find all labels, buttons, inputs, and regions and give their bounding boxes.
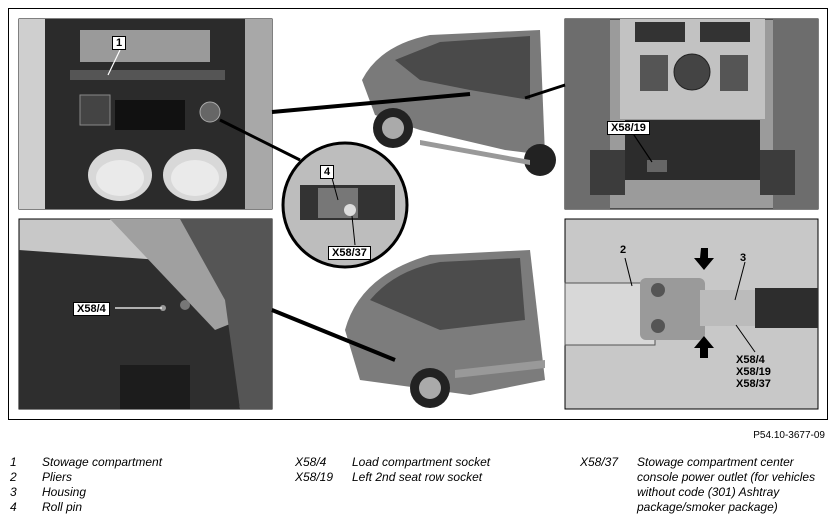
legend-column-3: X58/37 Stowage compartment center console…: [580, 455, 830, 515]
legend-key: 2: [10, 470, 17, 484]
legend-text: Stowage compartment: [42, 455, 163, 469]
legend-item: X58/19 Left 2nd seat row socket: [295, 470, 565, 485]
legend-key: X58/19: [295, 470, 334, 484]
legend-key: 4: [10, 500, 17, 514]
callout-1: 1: [112, 36, 127, 50]
legend-item: X58/4 Load compartment socket: [295, 455, 565, 470]
callout-x58-4-left: X58/4: [73, 302, 110, 316]
callout-x58-37-detail: X58/37: [736, 378, 771, 390]
callout-x58-37-circle: X58/37: [328, 246, 371, 260]
legend-text: Load compartment socket: [352, 455, 491, 469]
photo-stowage-compartment: [18, 18, 273, 210]
legend-item: 3 Housing: [10, 485, 270, 500]
legend-key: 1: [10, 455, 17, 469]
car-rear-view: [345, 250, 545, 408]
photo-rear-console: [564, 18, 819, 210]
legend-item: 2 Pliers: [10, 470, 270, 485]
callout-4: 4: [320, 165, 335, 179]
figure-reference: P54.10-3677-09: [753, 430, 825, 441]
magnifier-detail: [219, 83, 566, 362]
legend-item: 4 Roll pin: [10, 500, 270, 515]
callout-2: 2: [620, 244, 627, 256]
legend-column-1: 1 Stowage compartment 2 Pliers 3 Housing 4 R…: [10, 455, 270, 515]
callout-x58-19-top: X58/19: [607, 121, 650, 135]
legend-text: Stowage compartment center console power…: [637, 455, 816, 514]
callout-x58-19-detail: X58/19: [736, 366, 771, 378]
legend-item: X58/37 Stowage compartment center console…: [580, 455, 830, 515]
photo-pliers-detail: [564, 218, 819, 410]
legend-text: Housing: [42, 485, 87, 499]
legend-column-2: X58/4 Load compartment socket X58/19 Left …: [295, 455, 565, 485]
callout-3: 3: [740, 252, 747, 264]
callout-x58-4-detail: X58/4: [736, 354, 765, 366]
legend-item: 1 Stowage compartment: [10, 455, 270, 470]
photo-load-compartment: [18, 218, 273, 410]
legend-text: Left 2nd seat row socket: [352, 470, 483, 484]
legend-text: Pliers: [42, 470, 73, 484]
legend-key: X58/4: [295, 455, 327, 469]
legend-key: X58/37: [580, 455, 619, 469]
legend-text: Roll pin: [42, 500, 83, 514]
car-side-view: [362, 30, 556, 176]
legend-key: 3: [10, 485, 17, 499]
